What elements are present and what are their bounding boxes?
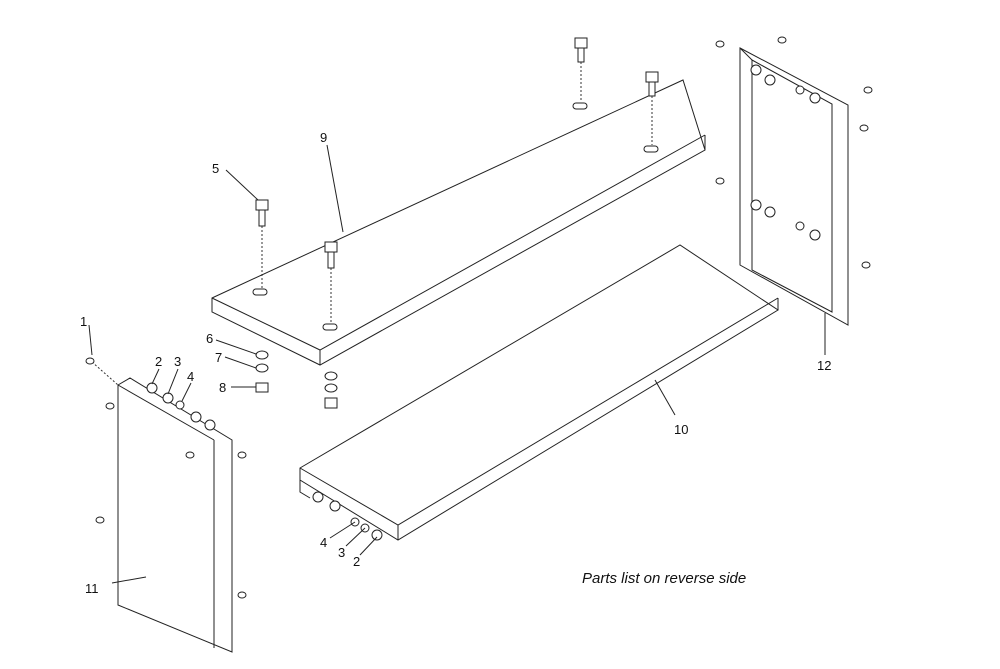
leader-4b — [329, 521, 356, 539]
leader-3b — [345, 527, 366, 547]
leader-7 — [224, 356, 257, 369]
parts-list-note: Parts list on reverse side — [582, 570, 747, 587]
callout-4-left: 4 — [187, 369, 194, 384]
callout-7: 7 — [215, 350, 222, 365]
callout-2-left: 2 — [155, 354, 162, 369]
leader-6 — [215, 339, 257, 355]
callout-3-right: 3 — [338, 545, 345, 560]
callout-4-right: 4 — [320, 535, 327, 550]
callout-9: 9 — [320, 130, 327, 145]
bottom-shelf-part-10 — [299, 244, 779, 541]
callout-6: 6 — [206, 331, 213, 346]
top-shelf-panel-part-9 — [211, 79, 706, 366]
leader-4a — [181, 382, 192, 402]
callout-5: 5 — [212, 161, 219, 176]
leader-2b — [359, 536, 378, 556]
top-slot-4 — [643, 145, 659, 153]
left-end-panel-part-11 — [85, 357, 247, 653]
bolt-part-5-b — [324, 241, 338, 322]
top-slot-1 — [252, 288, 268, 296]
leader-lines — [88, 144, 826, 584]
callout-3-left: 3 — [174, 354, 181, 369]
bolt-part-5-d — [645, 71, 659, 145]
leader-11 — [111, 576, 147, 584]
bolt-part-5-a — [255, 199, 269, 288]
callout-8: 8 — [219, 380, 226, 395]
leader-3a — [167, 368, 179, 395]
bolt-part-5-c — [574, 37, 588, 102]
leader-10 — [654, 379, 676, 416]
callout-12: 12 — [817, 358, 831, 373]
right-end-frame-part-12 — [715, 36, 873, 326]
callout-11: 11 — [85, 581, 99, 596]
callout-2-right: 2 — [353, 554, 360, 569]
callout-10: 10 — [674, 422, 688, 437]
washer-part-7 — [255, 363, 269, 373]
washer-part-6 — [255, 350, 269, 360]
callout-1: 1 — [80, 314, 87, 329]
leader-5 — [225, 169, 259, 201]
top-slot-2 — [322, 323, 338, 331]
washer-nut-stack-2 — [324, 371, 338, 409]
leader-1 — [88, 324, 93, 356]
nut-part-8 — [255, 382, 269, 393]
leader-9 — [326, 144, 344, 233]
leader-2a — [151, 368, 160, 385]
top-slot-3 — [572, 102, 588, 110]
